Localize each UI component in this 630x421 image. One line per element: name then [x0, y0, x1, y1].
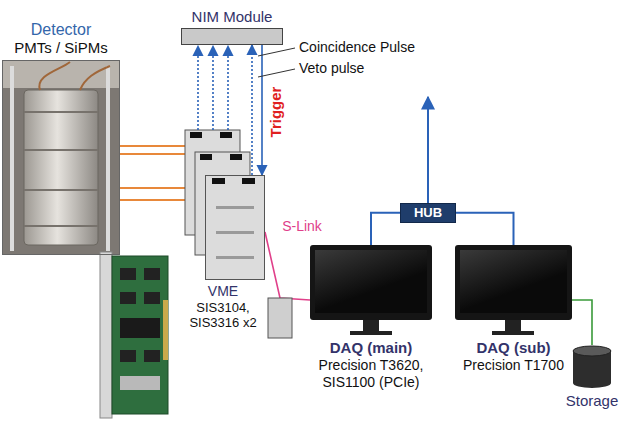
node-detail: Precision T1700: [439, 357, 589, 374]
cylinder-top: [573, 346, 611, 356]
photo-ground: [2, 60, 120, 255]
connector: [120, 376, 160, 390]
signal-name: Trigger: [267, 87, 285, 138]
lemo-block: [230, 154, 242, 160]
monitor-base: [350, 331, 392, 335]
network-hub: HUB: [400, 203, 456, 223]
edge-connector: [163, 300, 168, 360]
node-heading: VME: [181, 283, 265, 300]
trigger-arrow: [261, 45, 263, 175]
network-cable: [456, 213, 514, 245]
detector-photo-frame: DetectorPMTs / SiPMs: [2, 60, 120, 255]
front-panel: [100, 252, 112, 418]
support-rod: [10, 66, 14, 251]
cylinder-body: [573, 351, 611, 388]
daq-monitor: DAQ (sub)Precision T1700: [455, 245, 572, 320]
vessel-band: [24, 189, 98, 191]
monitor-neck: [505, 320, 521, 332]
optical-link: [265, 232, 310, 300]
panel-slot: [216, 231, 254, 234]
monitor-screen: [315, 250, 427, 313]
cylinder-shape: [572, 345, 612, 389]
link-adapter: [268, 298, 292, 338]
support-rod: [106, 66, 110, 251]
vme-crate: VMESIS3104, SIS3316 x2: [205, 175, 265, 280]
photo-frame: [2, 60, 120, 88]
panel-slot: [216, 206, 254, 209]
vessel: [24, 90, 98, 245]
node-caption: DAQ (sub)Precision T1700: [439, 339, 589, 374]
node-heading: NIM Module: [162, 8, 302, 26]
node-caption: VMESIS3104, SIS3316 x2: [181, 283, 265, 331]
node-caption: NIM Module: [162, 8, 302, 26]
node-caption: DAQ (main)Precision T3620, SIS1100 (PCIe…: [296, 339, 446, 391]
node-caption: DetectorPMTs / SiPMs: [0, 20, 126, 57]
monitor-stands: [350, 320, 534, 335]
chip: [120, 350, 136, 362]
lemo-block: [242, 178, 255, 184]
board-photo: [100, 252, 168, 418]
signal-cable: [120, 145, 186, 147]
node-heading: Storage: [557, 392, 627, 410]
monitor-base: [492, 331, 534, 335]
cable: [80, 66, 110, 90]
daq-monitor: DAQ (main)Precision T3620, SIS1100 (PCIe…: [310, 245, 432, 320]
signal-cable: [120, 153, 186, 155]
node-heading: Detector: [0, 20, 126, 39]
lemo-block: [220, 132, 232, 138]
signal-name: Veto pulse: [299, 60, 364, 77]
lemo-block: [212, 178, 225, 184]
chip: [120, 268, 136, 280]
leader-line: [258, 48, 295, 56]
pulse-arrow: [197, 46, 199, 130]
pulse-arrow: [212, 46, 214, 130]
signal-name: Coincidence Pulse: [299, 39, 415, 56]
vessel-band: [24, 225, 98, 227]
pulse-arrow: [227, 46, 229, 130]
network-cable: [371, 213, 400, 245]
node-caption: Storage: [557, 392, 627, 410]
panel-slot: [216, 256, 254, 259]
chip: [144, 292, 160, 304]
pulse-arrows: [198, 46, 228, 130]
node-detail: Precision T3620, SIS1100 (PCIe): [296, 357, 446, 391]
chip: [120, 318, 160, 338]
monitor-neck: [363, 320, 379, 332]
chip: [144, 350, 160, 362]
signal-cable: [120, 187, 186, 189]
chip: [120, 292, 136, 304]
leader-line: [258, 69, 295, 77]
lemo-block: [200, 154, 212, 160]
node-heading: DAQ (main): [296, 339, 446, 357]
node-detail: PMTs / SiPMs: [0, 39, 126, 57]
pulse-arrow: [251, 45, 253, 175]
monitor-screen: [460, 250, 567, 313]
vessel-band: [24, 111, 98, 113]
link-name: S-Link: [282, 218, 322, 235]
chip: [144, 268, 160, 280]
nim-module-box: NIM Module: [181, 28, 283, 45]
detector-photo: [2, 60, 120, 255]
cable: [39, 62, 70, 90]
node-heading: HUB: [414, 205, 442, 221]
lemo-block: [190, 132, 202, 138]
node-detail: SIS3104, SIS3316 x2: [181, 300, 265, 331]
storage-cylinder: Storage: [572, 345, 612, 389]
node-heading: DAQ (sub): [439, 339, 589, 357]
pcb: [112, 256, 168, 414]
signal-cables: [120, 146, 186, 188]
uplink-arrow: [427, 97, 429, 203]
storage-cable: [572, 300, 592, 345]
connector-group: [120, 45, 592, 345]
vessel-band: [24, 149, 98, 151]
